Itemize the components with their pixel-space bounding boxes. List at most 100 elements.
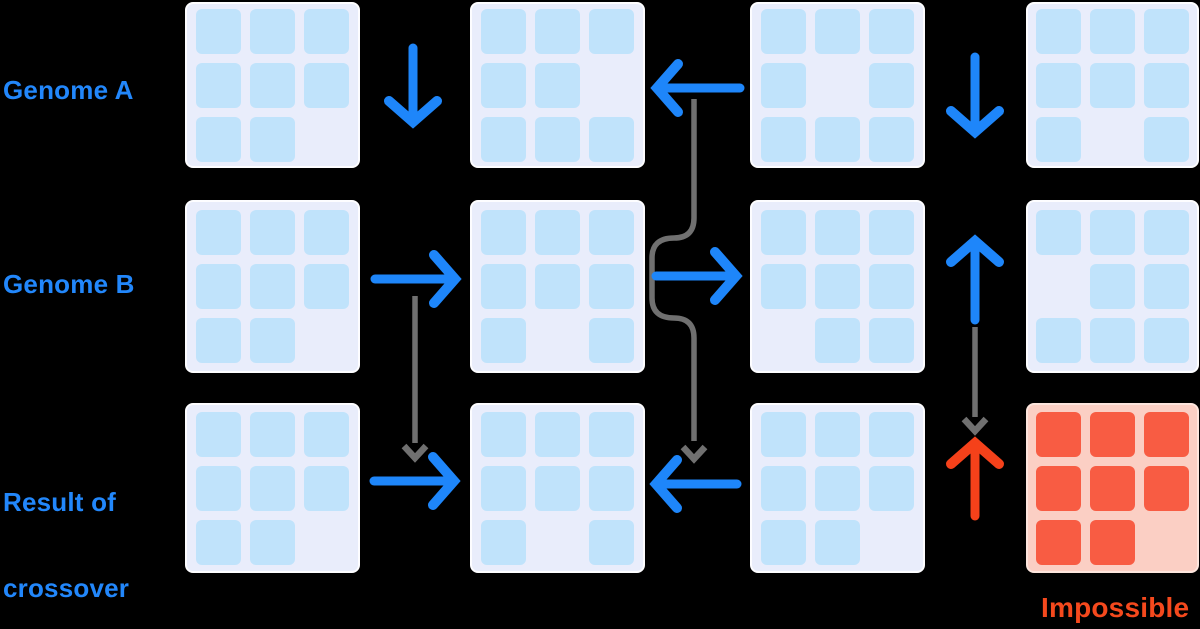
puzzle-tile [304, 411, 349, 457]
connector-b3-to-impossible [961, 327, 989, 436]
puzzle-tile [481, 62, 526, 108]
puzzle-tile [196, 210, 241, 255]
result-state-impossible-card [1026, 403, 1199, 573]
puzzle-tile [589, 411, 634, 457]
puzzle-tile [1036, 411, 1081, 457]
puzzle-tile [869, 210, 914, 255]
puzzle-tile [535, 411, 580, 457]
puzzle-tile [481, 116, 526, 162]
genome-b-state-1-card [185, 200, 360, 373]
puzzle-tile [1090, 264, 1135, 309]
puzzle-tile [1144, 8, 1189, 54]
puzzle-empty-slot [1036, 264, 1081, 309]
puzzle-tile [250, 411, 295, 457]
puzzle-tile [1036, 8, 1081, 54]
puzzle-tile [761, 411, 806, 457]
connector-b1-to-c1 [401, 296, 429, 463]
puzzle-tile [1144, 318, 1189, 363]
puzzle-tile [761, 8, 806, 54]
puzzle-tile [481, 411, 526, 457]
puzzle-tile [250, 116, 295, 162]
puzzle-empty-slot [304, 520, 349, 565]
genome-a-state-4-card [1026, 2, 1199, 168]
genome-b-state-2-card [470, 200, 645, 373]
puzzle-tile [304, 465, 349, 511]
genome-b-state-4-card [1026, 200, 1199, 373]
puzzle-tile [869, 465, 914, 511]
puzzle-tile [481, 210, 526, 255]
puzzle-tile [196, 318, 241, 363]
puzzle-tile [535, 264, 580, 309]
puzzle-tile [481, 264, 526, 309]
puzzle-tile [1090, 210, 1135, 255]
puzzle-tile [1090, 411, 1135, 457]
impossible-label: Impossible [1041, 592, 1190, 623]
puzzle-tile [589, 318, 634, 363]
puzzle-tile [196, 8, 241, 54]
puzzle-empty-slot [304, 318, 349, 363]
move-down-arrow-a3 [946, 52, 1004, 139]
puzzle-tile [869, 8, 914, 54]
move-left-arrow-a2 [650, 59, 745, 117]
puzzle-tile [1036, 318, 1081, 363]
puzzle-tile [761, 210, 806, 255]
puzzle-tile [1144, 465, 1189, 511]
puzzle-empty-slot [1144, 520, 1189, 565]
move-down-arrow-a1 [384, 43, 442, 129]
puzzle-tile [535, 62, 580, 108]
puzzle-tile [250, 62, 295, 108]
puzzle-tile [815, 519, 860, 565]
genome-b-state-3-card [750, 200, 925, 373]
puzzle-tile [589, 465, 634, 511]
puzzle-tile [761, 465, 806, 511]
puzzle-tile [250, 465, 295, 511]
puzzle-empty-slot [1090, 117, 1135, 162]
impossible-move-up-arrow [946, 436, 1004, 521]
puzzle-empty-slot [535, 520, 580, 565]
connector-a2-to-c2 [649, 99, 708, 464]
move-left-arrow-c2 [649, 455, 742, 513]
puzzle-tile [589, 8, 634, 54]
puzzle-tile [196, 62, 241, 108]
genome-a-state-2-card [470, 2, 645, 168]
move-right-arrow-b2 [651, 247, 743, 305]
puzzle-tile [304, 264, 349, 309]
puzzle-tile [535, 465, 580, 511]
puzzle-tile [1090, 8, 1135, 54]
puzzle-tile [815, 116, 860, 162]
puzzle-tile [815, 318, 860, 363]
puzzle-tile [815, 264, 860, 309]
genome-a-state-3-card [750, 2, 925, 168]
puzzle-tile [869, 264, 914, 309]
puzzle-tile [196, 264, 241, 309]
genome-a-state-1-card [185, 2, 360, 168]
result-state-3-card [750, 403, 925, 573]
puzzle-tile [589, 519, 634, 565]
puzzle-tile [304, 62, 349, 108]
puzzle-tile [761, 264, 806, 309]
puzzle-tile [1090, 519, 1135, 565]
puzzle-tile [196, 116, 241, 162]
puzzle-tile [1036, 116, 1081, 162]
puzzle-tile [869, 62, 914, 108]
puzzle-tile [481, 519, 526, 565]
puzzle-tile [535, 116, 580, 162]
puzzle-empty-slot [869, 520, 914, 565]
move-up-arrow-b3 [946, 234, 1004, 325]
puzzle-tile [869, 116, 914, 162]
puzzle-tile [304, 8, 349, 54]
puzzle-tile [1090, 465, 1135, 511]
puzzle-tile [1144, 62, 1189, 108]
puzzle-empty-slot [535, 318, 580, 363]
puzzle-tile [250, 318, 295, 363]
puzzle-tile [250, 210, 295, 255]
puzzle-tile [196, 411, 241, 457]
result-state-1-card [185, 403, 360, 573]
genome-b-label: Genome B [3, 269, 135, 299]
genome-a-label: Genome A [3, 75, 134, 105]
puzzle-tile [250, 519, 295, 565]
puzzle-tile [1090, 62, 1135, 108]
move-right-arrow-c1 [369, 452, 461, 510]
puzzle-tile [304, 210, 349, 255]
puzzle-tile [869, 411, 914, 457]
